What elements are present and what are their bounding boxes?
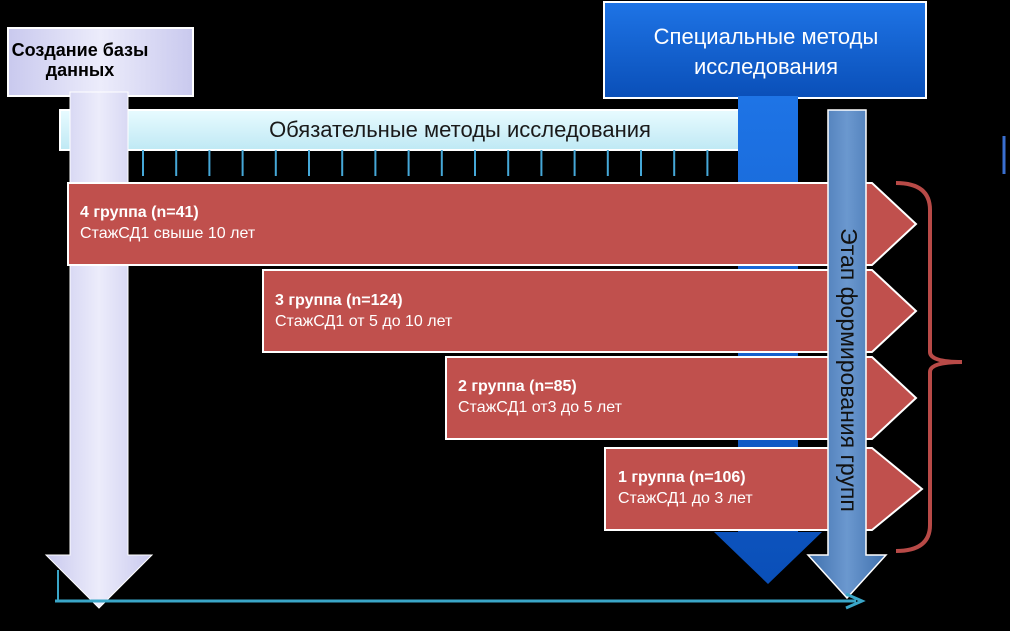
mandatory-methods-label: Обязательные методы исследования <box>269 117 651 142</box>
group-3-text: 3 группа (n=124) СтажСД1 от 5 до 10 лет <box>275 290 452 332</box>
group-4-title: 4 группа (n=41) <box>80 204 199 221</box>
group-2-text: 2 группа (n=85) СтажСД1 от3 до 5 лет <box>458 376 622 418</box>
stage-arrow <box>806 109 888 600</box>
tick-marks <box>142 150 709 176</box>
group-4-subtitle: СтажСД1 свыше 10 лет <box>80 225 256 242</box>
group-4-text: 4 группа (n=41) СтажСД1 свыше 10 лет <box>80 202 255 244</box>
group-3-arrow <box>262 269 918 353</box>
group-2-arrow <box>445 356 918 440</box>
database-label: Создание базы данных <box>11 40 149 80</box>
group-1-subtitle: СтажСД1 до 3 лет <box>618 490 753 507</box>
mandatory-methods-bar <box>59 109 761 151</box>
group-1-title: 1 группа (n=106) <box>618 469 746 486</box>
group-2-subtitle: СтажСД1 от3 до 5 лет <box>458 399 622 416</box>
special-methods-box <box>603 1 927 99</box>
database-arrow <box>44 91 154 609</box>
group-bracket <box>895 181 963 553</box>
group-3-title: 3 группа (n=124) <box>275 292 403 309</box>
stage-label: Этап формирования групп <box>836 228 862 512</box>
database-box <box>7 27 194 97</box>
group-4-arrow <box>67 182 918 266</box>
group-1-text: 1 группа (n=106) СтажСД1 до 3 лет <box>618 467 753 509</box>
special-methods-label: Специальные методы исследования <box>653 24 879 79</box>
group-2-title: 2 группа (n=85) <box>458 378 577 395</box>
group-3-subtitle: СтажСД1 от 5 до 10 лет <box>275 313 453 330</box>
timeline-arrowhead <box>845 592 866 610</box>
